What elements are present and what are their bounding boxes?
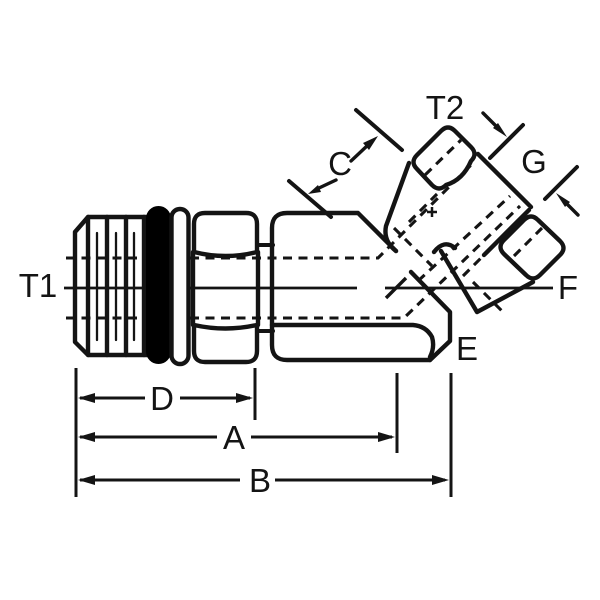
backup-washer — [169, 206, 191, 367]
label-dim-c: C — [328, 145, 352, 182]
swivel-nut-hidden-lines — [392, 138, 544, 316]
dimension-extension-lines — [74, 368, 453, 497]
label-thread1: T1 — [19, 267, 58, 304]
swivel-nut — [383, 125, 566, 315]
label-dim-b: B — [249, 462, 271, 499]
elbow-body — [269, 210, 453, 363]
angled-extension-lines — [287, 108, 579, 219]
dimension-lines — [78, 393, 449, 485]
male-thread-outline — [72, 214, 151, 358]
center-mark — [427, 207, 437, 217]
dimension-arrows-angled — [308, 111, 580, 217]
hex-nut — [190, 210, 261, 365]
angle-vertex-tick — [384, 276, 408, 300]
label-dim-g: G — [521, 143, 547, 180]
o-ring — [146, 206, 171, 364]
label-dim-d: D — [150, 380, 174, 417]
label-thread2: T2 — [426, 89, 465, 126]
label-dim-a: A — [223, 419, 245, 456]
label-dim-f: F — [558, 269, 578, 306]
label-dim-e: E — [456, 330, 478, 367]
thread-root-lines — [95, 231, 136, 342]
